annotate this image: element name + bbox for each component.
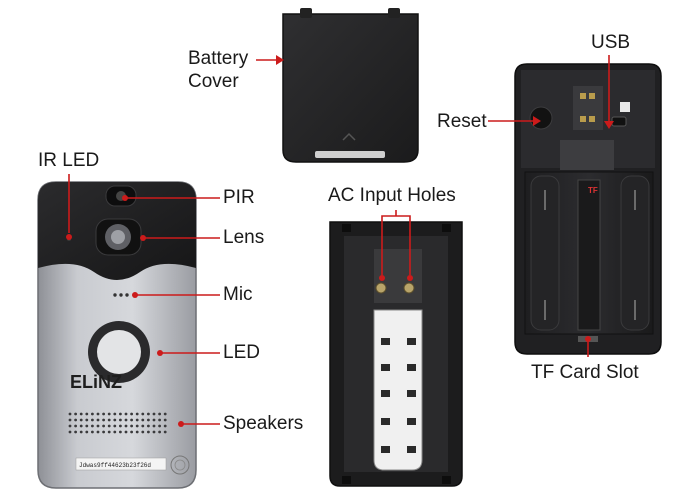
speaker-hole xyxy=(130,418,134,422)
speaker-hole xyxy=(124,424,128,428)
speaker-hole xyxy=(130,412,134,416)
speaker-hole xyxy=(124,418,128,422)
speaker-hole xyxy=(119,412,122,416)
speaker-hole xyxy=(91,412,94,416)
speaker-hole xyxy=(163,418,167,422)
speaker-hole xyxy=(91,424,94,428)
speaker-hole xyxy=(119,424,122,428)
mounting-plate xyxy=(329,221,463,487)
speaker-hole xyxy=(85,424,89,428)
speaker-grille xyxy=(68,412,167,434)
speaker-hole xyxy=(152,418,156,422)
speaker-hole xyxy=(163,424,167,428)
speaker-hole xyxy=(91,430,94,434)
speaker-hole xyxy=(96,418,100,422)
speaker-hole xyxy=(107,418,111,422)
speaker-hole xyxy=(74,430,77,434)
usb-label: USB xyxy=(591,32,631,53)
battery-cover-label-line2: Cover xyxy=(188,71,239,92)
speaker-hole xyxy=(68,430,72,434)
speaker-hole xyxy=(141,424,145,428)
speaker-hole xyxy=(91,418,94,422)
speaker-hole xyxy=(102,418,105,422)
serial-sticker: Jdwas9ff44623b23f26d xyxy=(79,462,151,469)
ac-input-holes-label: AC Input Holes xyxy=(328,185,456,206)
speaker-hole xyxy=(79,412,83,416)
speaker-hole xyxy=(85,418,89,422)
speaker-hole xyxy=(163,430,167,434)
speaker-hole xyxy=(96,424,100,428)
speaker-hole xyxy=(158,412,162,416)
speaker-hole xyxy=(158,424,162,428)
speaker-hole xyxy=(141,412,145,416)
speaker-hole xyxy=(141,418,145,422)
brand-logo: ELiNZ xyxy=(70,372,122,392)
speaker-hole xyxy=(135,424,139,428)
speaker-hole xyxy=(152,412,156,416)
speaker-hole xyxy=(119,430,122,434)
doorbell-front: ELiNZ Jdwas9ff44623b23f26d xyxy=(37,181,197,489)
speaker-hole xyxy=(102,424,105,428)
speaker-hole xyxy=(68,424,72,428)
lens-label: Lens xyxy=(223,227,265,248)
tf-mark: TF xyxy=(588,186,598,195)
speaker-hole xyxy=(74,412,77,416)
speaker-hole xyxy=(68,412,72,416)
speaker-hole xyxy=(147,430,150,434)
speaker-hole xyxy=(119,418,122,422)
speaker-hole xyxy=(74,418,77,422)
speaker-hole xyxy=(147,418,150,422)
speaker-hole xyxy=(79,418,83,422)
battery-cover xyxy=(282,8,419,163)
tf-card-slot-label: TF Card Slot xyxy=(531,362,639,383)
speaker-hole xyxy=(147,424,150,428)
speaker-hole xyxy=(107,424,111,428)
speaker-hole xyxy=(79,430,83,434)
ir-led-label: IR LED xyxy=(38,150,100,171)
speaker-hole xyxy=(124,412,128,416)
pir-label: PIR xyxy=(223,187,255,208)
speaker-hole xyxy=(130,430,134,434)
speaker-hole xyxy=(141,430,145,434)
speakers-label: Speakers xyxy=(223,413,304,434)
speaker-hole xyxy=(113,424,117,428)
speaker-hole xyxy=(113,412,117,416)
battery-cover-label-line1: Battery xyxy=(188,48,249,69)
speaker-hole xyxy=(158,418,162,422)
speaker-hole xyxy=(96,412,100,416)
mic-label: Mic xyxy=(223,284,253,305)
reset-label: Reset xyxy=(437,111,487,132)
speaker-hole xyxy=(107,430,111,434)
speaker-hole xyxy=(85,430,89,434)
speaker-hole xyxy=(113,418,117,422)
speaker-hole xyxy=(96,430,100,434)
speaker-hole xyxy=(107,412,111,416)
speaker-hole xyxy=(102,412,105,416)
speaker-hole xyxy=(135,430,139,434)
speaker-hole xyxy=(68,418,72,422)
speaker-hole xyxy=(79,424,83,428)
speaker-hole xyxy=(124,430,128,434)
speaker-hole xyxy=(163,412,167,416)
speaker-hole xyxy=(152,430,156,434)
callouts xyxy=(66,55,614,427)
speaker-hole xyxy=(135,412,139,416)
speaker-hole xyxy=(130,424,134,428)
speaker-hole xyxy=(135,418,139,422)
led-label: LED xyxy=(223,342,260,363)
speaker-hole xyxy=(158,430,162,434)
speaker-hole xyxy=(113,430,117,434)
speaker-hole xyxy=(85,412,89,416)
speaker-hole xyxy=(102,430,105,434)
speaker-hole xyxy=(147,412,150,416)
speaker-hole xyxy=(74,424,77,428)
speaker-hole xyxy=(152,424,156,428)
doorbell-back: TF xyxy=(514,63,662,355)
